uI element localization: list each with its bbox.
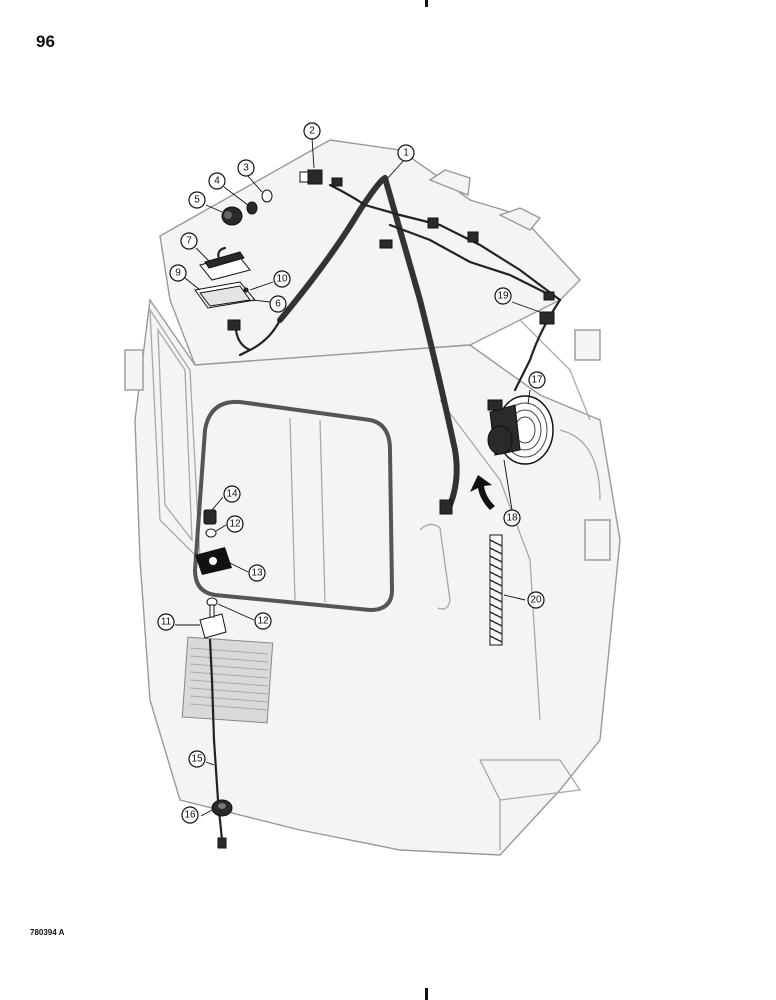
knob-5 [221,206,243,226]
harness-connector-d [539,311,555,325]
callout-14-label: 14 [226,489,238,500]
harness-sleeve [489,534,503,646]
callout-9-label: 9 [175,268,181,279]
harness-connector-e [543,291,555,301]
callout-13: 13 [248,564,266,582]
callout-12-upper-label: 12 [229,519,241,530]
figure-code: 780394 A [30,928,65,937]
callout-2: 2 [303,122,321,140]
washer-3 [261,189,273,203]
nut-4 [246,201,258,215]
callout-3: 3 [237,159,255,177]
callout-6: 6 [269,295,287,313]
switch-knob-14 [203,509,217,525]
callout-3-label: 3 [243,163,249,174]
grommet-16 [211,799,233,817]
callout-11: 11 [157,613,175,631]
harness-connector-top [331,177,343,187]
callout-17-label: 17 [531,375,543,386]
top-registration-mark [425,0,428,7]
callout-16: 16 [181,806,199,824]
wiring-harness [234,175,562,515]
bottom-registration-mark [425,988,428,1000]
callout-17: 17 [528,371,546,389]
callout-1-label: 1 [403,148,409,159]
callout-10-label: 10 [276,274,288,285]
callout-18: 18 [503,509,521,527]
nut-12-upper [205,528,217,538]
rotary-switch [299,169,323,185]
left-grille [181,636,274,724]
callout-1: 1 [397,144,415,162]
cab-fan [487,395,554,465]
cable-end-connector [217,837,227,849]
callout-14: 14 [223,485,241,503]
cab-body [124,139,621,856]
callout-4: 4 [208,172,226,190]
dome-light-assembly [194,246,256,331]
callout-5-label: 5 [194,195,200,206]
harness-connector-c [467,231,479,243]
callout-20: 20 [527,591,545,609]
callout-13-label: 13 [251,568,263,579]
switch-body-11 [199,604,227,639]
callout-11-label: 11 [161,617,172,628]
callout-7: 7 [180,232,198,250]
callout-12-upper: 12 [226,515,244,533]
callout-10: 10 [273,270,291,288]
callout-6-label: 6 [275,299,281,310]
callout-2-label: 2 [309,126,315,137]
callout-15: 15 [188,750,206,768]
callout-9: 9 [169,264,187,282]
callout-18-label: 18 [506,513,518,524]
callout-20-label: 20 [530,595,542,606]
install-direction-arrow [470,475,495,510]
callout-12-lower-label: 12 [257,616,269,627]
harness-connector-a [427,217,439,229]
callout-5: 5 [188,191,206,209]
harness-connector-lower [439,499,453,515]
harness-connector-b [379,239,393,249]
callout-7-label: 7 [186,236,192,247]
callout-19-label: 19 [497,291,509,302]
decal-plate-13 [195,547,232,575]
callout-12-lower: 12 [254,612,272,630]
callout-4-label: 4 [214,176,220,187]
callout-19: 19 [494,287,512,305]
door-window-seal [192,399,395,613]
page-number: 96 [36,32,55,51]
callout-15-label: 15 [191,754,203,765]
leader-lines [175,137,541,817]
callout-16-label: 16 [184,810,196,821]
